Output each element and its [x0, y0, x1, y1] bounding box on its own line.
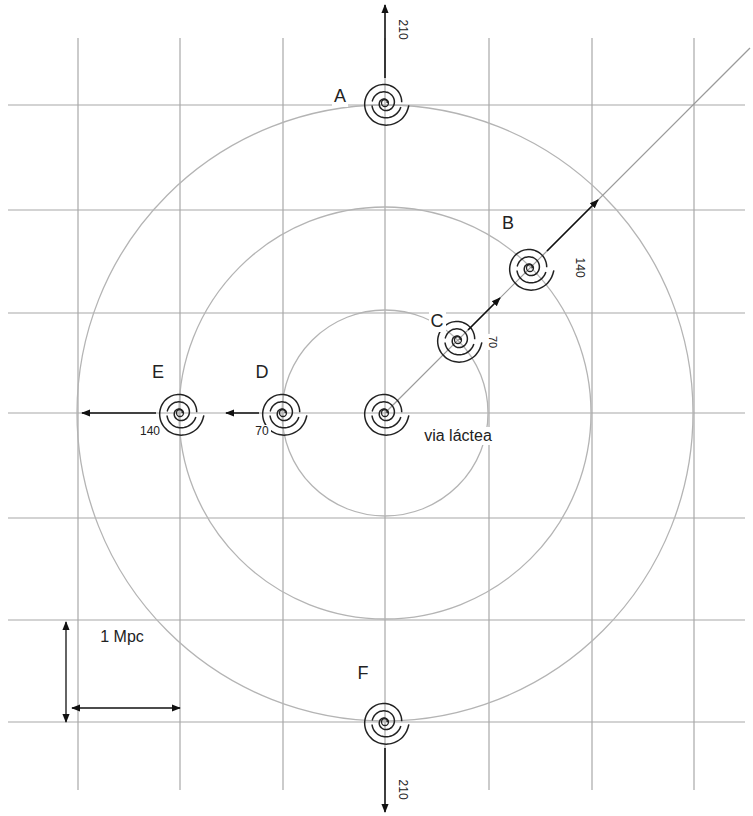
- velocity-arrow: [226, 412, 259, 414]
- velocity-value: 140: [138, 425, 162, 438]
- grid-line: [8, 412, 745, 413]
- spiral-galaxy: [365, 703, 409, 744]
- galaxy-core: [280, 410, 287, 417]
- galaxy-letter: D: [254, 363, 271, 383]
- spiral-galaxy: [160, 394, 204, 435]
- grid-line: [8, 721, 745, 722]
- galaxy-core: [527, 265, 534, 272]
- spiral-galaxy: [510, 249, 554, 290]
- scale-bar: [65, 622, 66, 722]
- spiral-arm: [160, 394, 204, 435]
- direction-line: [385, 48, 750, 413]
- galaxy-core: [177, 410, 184, 417]
- velocity-arrow: [468, 298, 500, 330]
- galaxy-core: [382, 719, 389, 726]
- spiral-arm: [365, 84, 409, 125]
- velocity-value: 210: [395, 778, 408, 802]
- galaxy-core: [455, 337, 462, 344]
- velocity-value: 140: [572, 256, 585, 280]
- velocity-arrow: [547, 200, 598, 251]
- galaxy-letter: F: [356, 664, 371, 684]
- spiral-arm: [365, 703, 409, 744]
- galaxy-letter: E: [150, 363, 166, 383]
- spiral-arm: [510, 249, 554, 290]
- galaxy-letter: B: [500, 214, 516, 234]
- galaxy-name: via láctea: [422, 427, 494, 445]
- scale-label: 1 Mpc: [98, 628, 146, 646]
- velocity-value: 70: [253, 425, 270, 438]
- grid-line: [384, 38, 385, 790]
- scale-bar: [72, 707, 180, 708]
- grid-line: [8, 209, 745, 210]
- velocity-arrow: [82, 412, 156, 414]
- galaxy-letter: C: [429, 312, 446, 332]
- galaxy-core: [382, 410, 389, 417]
- spiral-arm: [365, 394, 409, 435]
- galaxy-core: [382, 100, 389, 107]
- spiral-galaxy: [365, 394, 409, 435]
- spiral-galaxy: [365, 84, 409, 125]
- velocity-arrow: [384, 5, 386, 78]
- velocity-value: 70: [487, 334, 499, 350]
- velocity-value: 210: [395, 18, 408, 42]
- grid-line: [8, 517, 745, 518]
- velocity-arrow: [384, 748, 386, 812]
- grid-line: [8, 619, 745, 620]
- grid: [8, 38, 745, 790]
- grid-line: [8, 312, 745, 313]
- galaxy-letter: A: [332, 87, 348, 107]
